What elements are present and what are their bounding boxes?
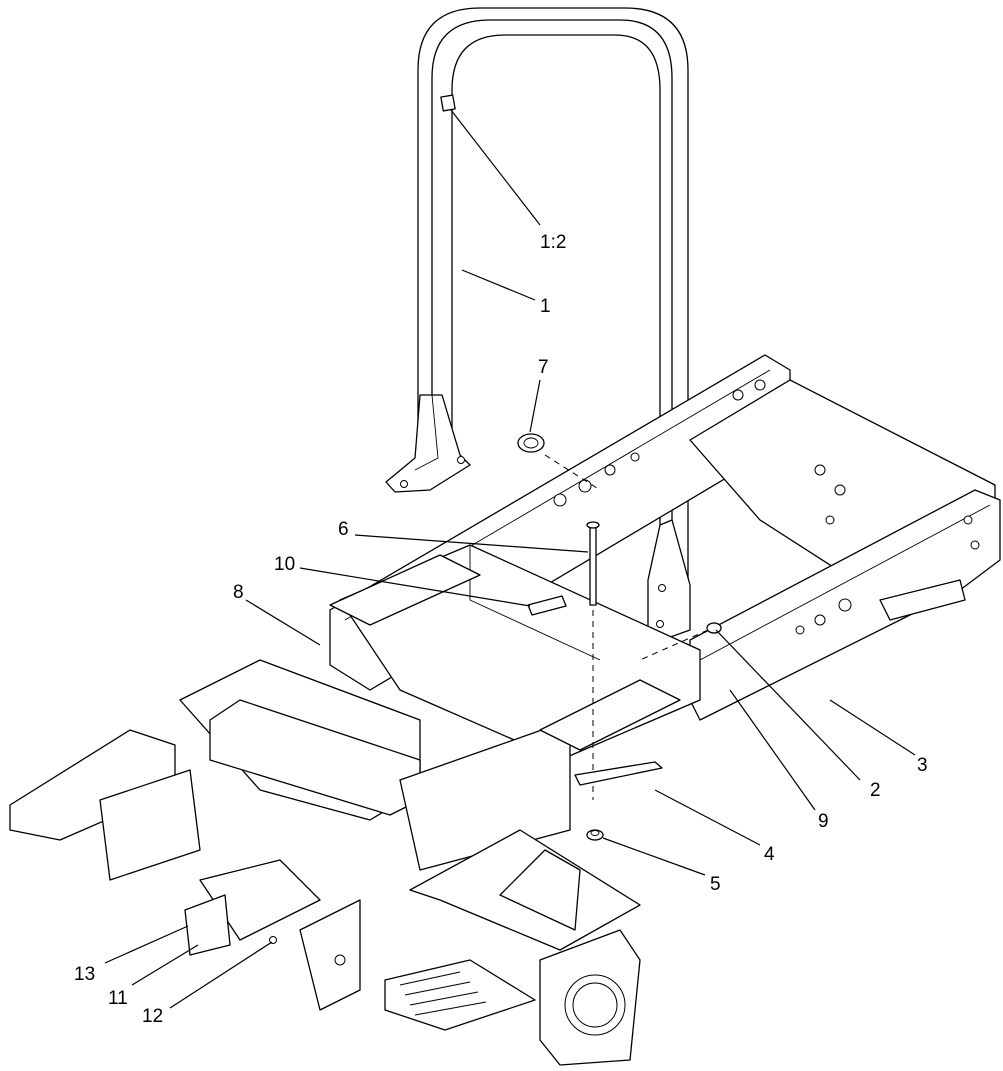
callout-3: 3	[917, 755, 928, 776]
callout-4: 4	[764, 844, 775, 865]
callout-6: 6	[338, 519, 349, 540]
callout-7: 7	[538, 357, 549, 378]
bolt-part-2	[639, 622, 722, 661]
callout-10: 10	[274, 554, 295, 575]
nut-part-5	[586, 829, 604, 841]
callout-12: 12	[142, 1006, 163, 1027]
callout-5: 5	[710, 874, 721, 895]
roll-bar	[385, 7, 691, 641]
callout-9: 9	[818, 811, 829, 832]
callout-1-2: 1:2	[540, 232, 566, 253]
callout-13: 13	[74, 964, 95, 985]
bolt-part-6	[586, 521, 600, 800]
grommet-part-7	[517, 433, 601, 491]
callout-8: 8	[233, 582, 244, 603]
main-frame	[9, 354, 1001, 1066]
leader-lines	[104, 109, 916, 1009]
plate-part-4	[574, 761, 663, 786]
callout-1: 1	[540, 296, 551, 317]
callout-11: 11	[108, 988, 128, 1009]
hardware-parts-11-13	[184, 894, 277, 956]
callout-2: 2	[870, 780, 881, 801]
decal-part-10	[527, 595, 567, 616]
